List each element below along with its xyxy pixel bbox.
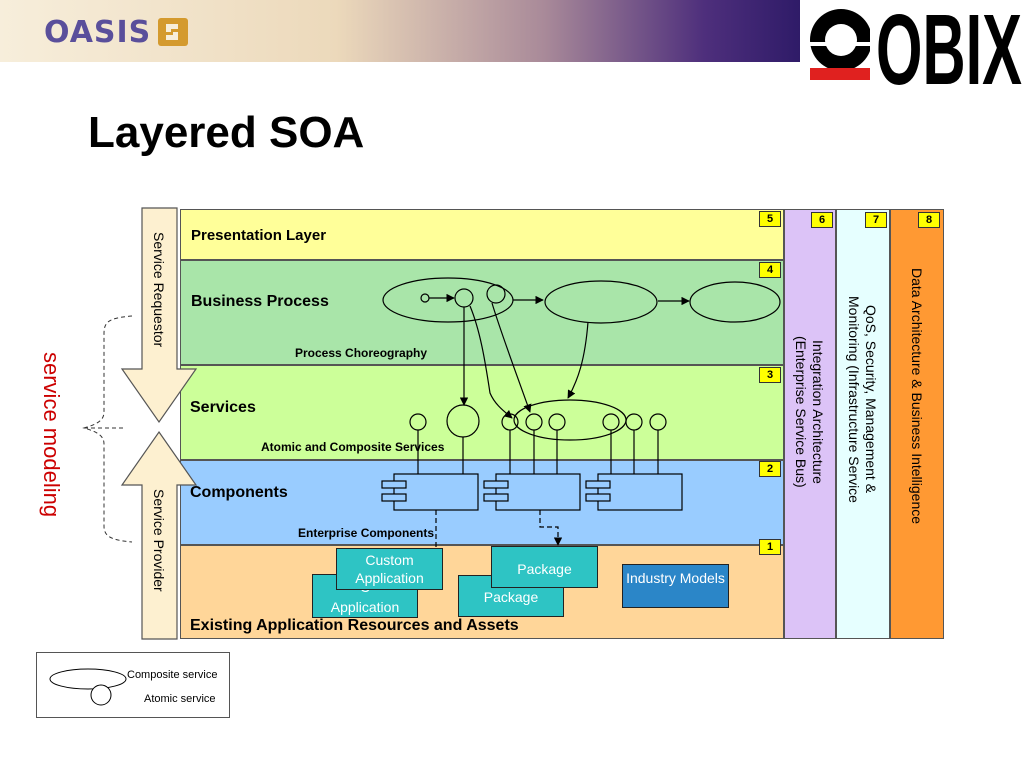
industry-models-label: Industry Models [626, 570, 725, 586]
business-process-label: Business Process [191, 293, 329, 310]
badge-4: 4 [759, 262, 781, 278]
presentation-layer-label: Presentation Layer [191, 227, 327, 244]
package-label: Package [517, 561, 572, 577]
components-layer: Components Enterprise Components [180, 460, 784, 545]
presentation-layer: Presentation Layer [180, 209, 784, 260]
qos-security-column: QoS, Security, Management & Monitoring (… [836, 209, 890, 639]
process-choreography-label: Process Choreography [295, 346, 428, 360]
service-requestor-label: Service Requestor [151, 232, 167, 348]
legend-atomic-icon [90, 684, 112, 706]
custom-application-back-bottom: Application [330, 599, 400, 615]
services-label: Services [190, 399, 256, 416]
legend-symbols [49, 668, 127, 706]
service-provider-label: Service Provider [151, 489, 167, 592]
obix-logo: OBIX [807, 0, 1022, 86]
custom-application-box: Custom Application [336, 548, 443, 590]
services-layer: Services Atomic and Composite Services [180, 365, 784, 460]
service-arrows [82, 207, 198, 640]
data-architecture-text: Data Architecture & Business Intelligenc… [909, 268, 925, 525]
header-band [0, 0, 800, 62]
components-label: Components [190, 484, 288, 501]
integration-architecture-text: Integration Architecture (Enterprise Ser… [792, 336, 826, 488]
badge-6: 6 [811, 212, 833, 228]
service-provider-arrow [120, 430, 198, 640]
legend-composite-label: Composite service [127, 669, 218, 681]
badge-1: 1 [759, 539, 781, 555]
oasis-logo: OASIS [44, 12, 189, 52]
legend: Composite service Atomic service [36, 652, 230, 718]
integration-architecture-line1: Integration Architecture [810, 339, 826, 484]
oasis-logo-text: OASIS [44, 14, 152, 50]
package-box: Package [491, 546, 598, 588]
package-back-label: Package [483, 589, 539, 605]
qos-security-text: QoS, Security, Management & Monitoring (… [845, 296, 879, 503]
qos-security-line1: QoS, Security, Management & [863, 305, 879, 494]
business-process-layer: Business Process Process Choreography [180, 260, 784, 365]
integration-architecture-line2: (Enterprise Service Bus) [793, 336, 809, 488]
badge-3: 3 [759, 367, 781, 383]
badge-2: 2 [759, 461, 781, 477]
integration-architecture-column: Integration Architecture (Enterprise Ser… [784, 209, 836, 639]
slide-title: Layered SOA [88, 108, 365, 157]
existing-assets-label: Existing Application Resources and Asset… [190, 617, 519, 634]
atomic-composite-services-label: Atomic and Composite Services [261, 440, 445, 454]
badge-7: 7 [865, 212, 887, 228]
qos-security-line2: Monitoring (Infrastructure Service [846, 296, 862, 503]
legend-composite-icon [49, 668, 127, 690]
existing-assets-layer: Existing Application Resources and Asset… [180, 545, 784, 639]
badge-5: 5 [759, 211, 781, 227]
obix-logo-text: OBIX [876, 0, 1022, 86]
industry-models-box: Industry Models [622, 564, 729, 608]
service-modeling-bracket [82, 315, 133, 543]
legend-atomic-label: Atomic service [144, 693, 216, 705]
oasis-mark-icon [158, 18, 189, 46]
badge-8: 8 [918, 212, 940, 228]
enterprise-components-label: Enterprise Components [298, 526, 435, 540]
custom-application-label: Custom Application [355, 552, 424, 586]
service-modeling-label: service modeling [39, 352, 64, 518]
service-requestor-arrow [120, 207, 198, 424]
data-architecture-column: Data Architecture & Business Intelligenc… [890, 209, 944, 639]
